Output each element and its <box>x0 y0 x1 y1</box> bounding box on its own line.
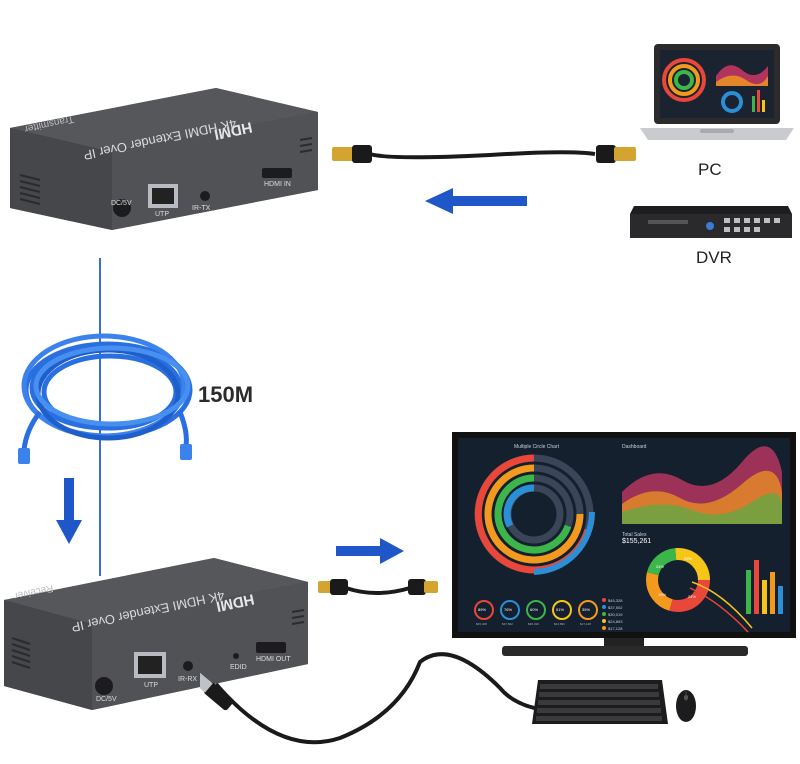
legend-2: $37,502 <box>608 605 623 610</box>
signal-arrow-left <box>425 188 527 214</box>
percent-value-1: $45,328 <box>476 622 487 626</box>
pc-label: PC <box>698 160 722 179</box>
tx-port-ir: IR-TX <box>192 205 211 212</box>
dvr-device <box>630 206 792 238</box>
rx-port-ir: IR-RX <box>178 676 198 683</box>
donut-label-3: 19% <box>658 592 667 597</box>
legend-3: $30,019 <box>608 612 623 617</box>
percent-4: 51% <box>556 607 565 612</box>
percent-1: 89% <box>478 607 487 612</box>
tx-port-utp: UTP <box>155 211 169 218</box>
hdmi-cable-top <box>332 145 636 163</box>
percent-5: 35% <box>582 607 591 612</box>
mouse <box>676 690 696 722</box>
dvr-label: DVR <box>696 248 732 267</box>
percent-value-5: $17,128 <box>580 622 591 626</box>
network-cable-coil <box>18 333 193 464</box>
signal-arrow-right <box>336 538 404 564</box>
percent-2: 76% <box>504 607 513 612</box>
monitor: Multiple Circle Chart Dashboard Total Sa… <box>452 432 796 658</box>
transmitter-device: HDMI 4K HDMI Extender Over IP Transmitte… <box>0 80 340 230</box>
rx-port-utp: UTP <box>144 682 158 689</box>
legend-4: $24,893 <box>608 619 623 624</box>
monitor-total-sales-label: Total Sales <box>622 532 647 538</box>
keyboard <box>532 680 668 724</box>
rx-port-dc: DC/5V <box>96 696 117 703</box>
percent-3: 60% <box>530 607 539 612</box>
tx-port-hdmi-in: HDMI IN <box>264 181 291 188</box>
signal-arrow-down <box>56 478 82 544</box>
donut-label-2: 24% <box>656 564 665 569</box>
percent-value-4: $24,893 <box>554 622 565 626</box>
monitor-chart-title: Multiple Circle Chart <box>514 444 560 450</box>
cable-distance-label: 150M <box>198 382 254 407</box>
tx-port-dc: DC/5V <box>111 200 132 207</box>
monitor-dashboard-title: Dashboard <box>622 444 647 450</box>
donut-label-1: 29% <box>684 556 693 561</box>
donut-label-4: 24% <box>688 594 697 599</box>
monitor-total-sales-value: $155,261 <box>622 538 652 545</box>
network-line <box>99 258 101 576</box>
legend-1: $45,328 <box>608 598 623 603</box>
laptop-pc <box>640 44 794 140</box>
receiver-device: HDMI 4K HDMI Extender Over IP Receiver D… <box>0 556 320 716</box>
rx-port-edid: EDID <box>230 664 247 671</box>
usb-cable <box>200 652 621 745</box>
percent-value-2: $37,502 <box>502 622 513 626</box>
legend-5: $17,128 <box>608 626 623 631</box>
hdmi-cable-bottom <box>318 579 438 595</box>
rx-port-hdmi-out: HDMI OUT <box>256 656 291 663</box>
percent-value-3: $30,019 <box>528 622 539 626</box>
